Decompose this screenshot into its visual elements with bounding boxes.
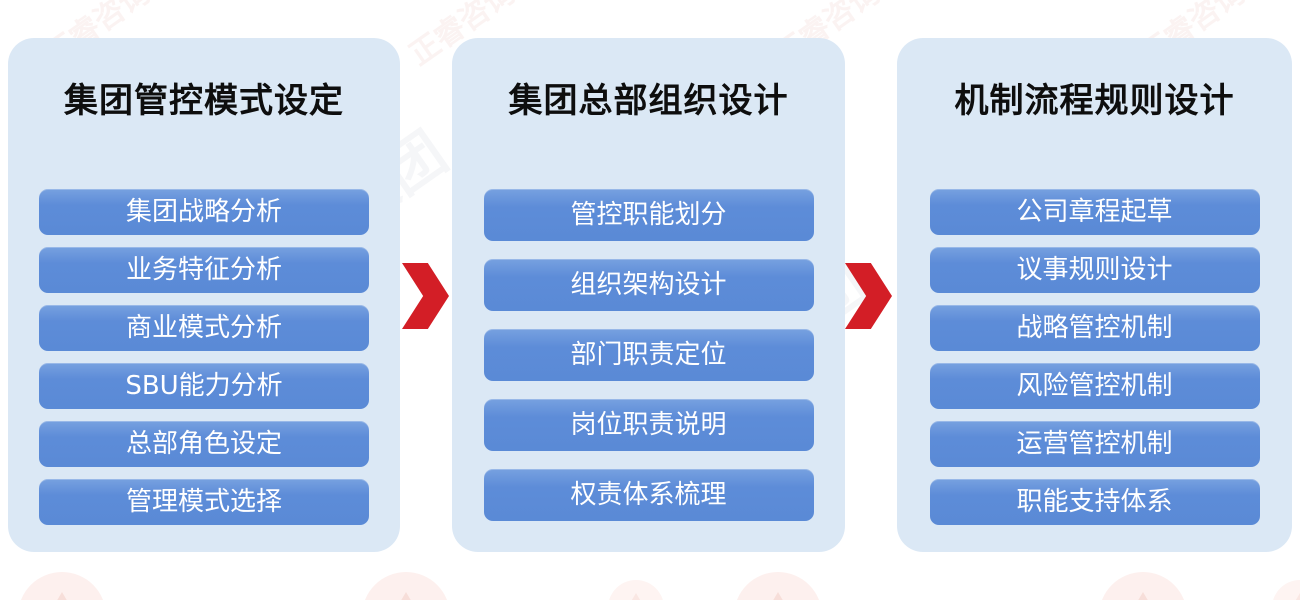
process-step: 权责体系梳理 <box>483 469 814 521</box>
process-step: 部门职责定位 <box>483 329 814 381</box>
process-step: 管控职能划分 <box>483 189 814 241</box>
process-step: 岗位职责说明 <box>483 399 814 451</box>
watermark-logo-icon <box>734 572 822 600</box>
process-step: 运营管控机制 <box>929 421 1260 467</box>
process-step: 风险管控机制 <box>929 363 1260 409</box>
process-step: 议事规则设计 <box>929 247 1260 293</box>
chevron-right-icon <box>402 263 449 329</box>
process-step-list: 公司章程起草议事规则设计战略管控机制风险管控机制运营管控机制职能支持体系 <box>897 189 1292 537</box>
process-step-list: 管控职能划分组织架构设计部门职责定位岗位职责说明权责体系梳理 <box>452 189 845 539</box>
process-step: 业务特征分析 <box>39 247 369 293</box>
process-step: 公司章程起草 <box>929 189 1260 235</box>
process-step: 组织架构设计 <box>483 259 814 311</box>
watermark-logo-icon <box>608 580 664 600</box>
watermark-logo-icon <box>18 572 106 600</box>
phase-panel-1: 集团管控模式设定集团战略分析业务特征分析商业模式分析 SBU能力分析总部角色设定管… <box>8 38 400 552</box>
chevron-right-icon <box>845 263 892 329</box>
process-step: 职能支持体系 <box>929 479 1260 525</box>
watermark-logo-icon <box>362 572 450 600</box>
process-step: 商业模式分析 <box>39 305 369 351</box>
process-step: 集团战略分析 <box>39 189 369 235</box>
watermark-logo-icon <box>1099 572 1187 600</box>
phase-title: 集团总部组织设计 <box>508 81 789 121</box>
phase-title: 机制流程规则设计 <box>954 81 1235 121</box>
phase-panel-3: 机制流程规则设计公司章程起草议事规则设计战略管控机制风险管控机制运营管控机制职能… <box>897 38 1292 552</box>
process-step: 总部角色设定 <box>39 421 369 467</box>
process-step: SBU能力分析 <box>39 363 369 409</box>
process-step-list: 集团战略分析业务特征分析商业模式分析 SBU能力分析总部角色设定管理模式选择 <box>8 189 400 537</box>
phase-title: 集团管控模式设定 <box>64 81 344 121</box>
watermark-logo-icon <box>1272 580 1300 600</box>
process-step: 管理模式选择 <box>39 479 369 525</box>
process-step: 战略管控机制 <box>929 305 1260 351</box>
phase-panel-2: 集团总部组织设计管控职能划分组织架构设计部门职责定位岗位职责说明权责体系梳理 <box>452 38 845 552</box>
